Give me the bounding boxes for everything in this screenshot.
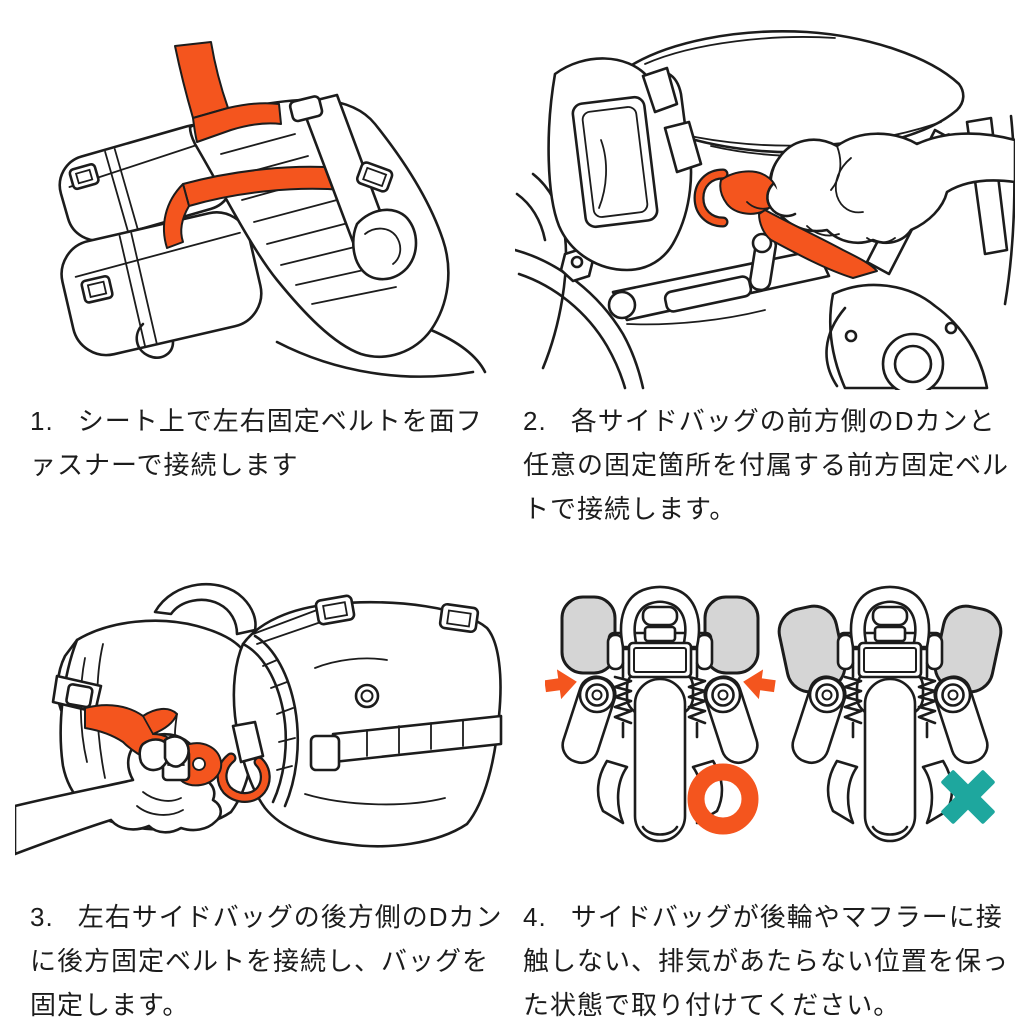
step-1-number: 1. bbox=[30, 406, 54, 436]
side-strap-band bbox=[309, 714, 503, 772]
bike-tail-lines bbox=[275, 328, 487, 378]
grommet bbox=[354, 683, 380, 709]
d-ring-mount-strap bbox=[663, 120, 703, 174]
motorcycle-rear-incorrect bbox=[777, 585, 1003, 843]
step-4-number: 4. bbox=[523, 902, 547, 932]
step-3-illustration bbox=[15, 583, 503, 856]
orange-front-strap bbox=[719, 170, 878, 279]
roll-top-curl bbox=[135, 322, 175, 359]
step-4-caption: 4.サイドバッグが後輪やマフラーに接触しない、排気があたらない位置を保った状態で… bbox=[523, 895, 1015, 1024]
step-4-text: サイドバッグが後輪やマフラーに接触しない、排気があたらない位置を保った状態で取り… bbox=[523, 902, 1010, 1020]
incorrect-cross-icon bbox=[941, 770, 995, 824]
step-1-illustration bbox=[58, 41, 487, 378]
side-bag-front bbox=[547, 57, 693, 272]
main-rear-bag bbox=[232, 594, 503, 848]
motorcycle-rear-correct bbox=[545, 585, 776, 843]
step-3-text: 左右サイドバッグの後方側のDカンに後方固定ベルトを接続し、バッグを固定します。 bbox=[30, 902, 503, 1020]
fingers-over-strap bbox=[138, 735, 190, 772]
front-d-ring bbox=[693, 168, 729, 228]
top-buckles bbox=[252, 594, 480, 645]
d-ring-hanger bbox=[231, 720, 265, 764]
fingertip-over-strap bbox=[766, 182, 797, 218]
step-4-illustration bbox=[545, 585, 1003, 843]
clearance-arrow-left-icon bbox=[545, 669, 577, 700]
step-3-caption: 3.左右サイドバッグの後方側のDカンに後方固定ベルトを接続し、バッグを固定します… bbox=[30, 895, 508, 1024]
front-wheel-and-fender bbox=[515, 172, 645, 390]
rear-d-ring bbox=[216, 752, 271, 803]
step-2-text: 各サイドバッグの前方側のDカンと任意の固定箇所を付属する前方固定ベルトで接続しま… bbox=[523, 406, 1010, 524]
step-3-number: 3. bbox=[30, 902, 54, 932]
left-side-bag-pair bbox=[58, 123, 263, 359]
correct-circle-icon bbox=[687, 763, 759, 835]
far-side-bag-strap bbox=[288, 93, 418, 281]
step-2-number: 2. bbox=[523, 406, 547, 436]
step-2-caption: 2.各サイドバッグの前方側のDカンと任意の固定箇所を付属する前方固定ベルトで接続… bbox=[523, 399, 1015, 531]
step-2-illustration bbox=[515, 30, 1015, 390]
step-1-text: シート上で左右固定ベルトを面ファスナーで接続します bbox=[30, 406, 483, 480]
orange-fixing-strap bbox=[163, 41, 344, 249]
engine-cases bbox=[825, 283, 989, 390]
clearance-arrow-right-icon bbox=[743, 669, 776, 700]
step-1-caption: 1.シート上で左右固定ベルトを面ファスナーで接続します bbox=[30, 399, 508, 487]
far-side-bag-roll bbox=[352, 208, 418, 281]
